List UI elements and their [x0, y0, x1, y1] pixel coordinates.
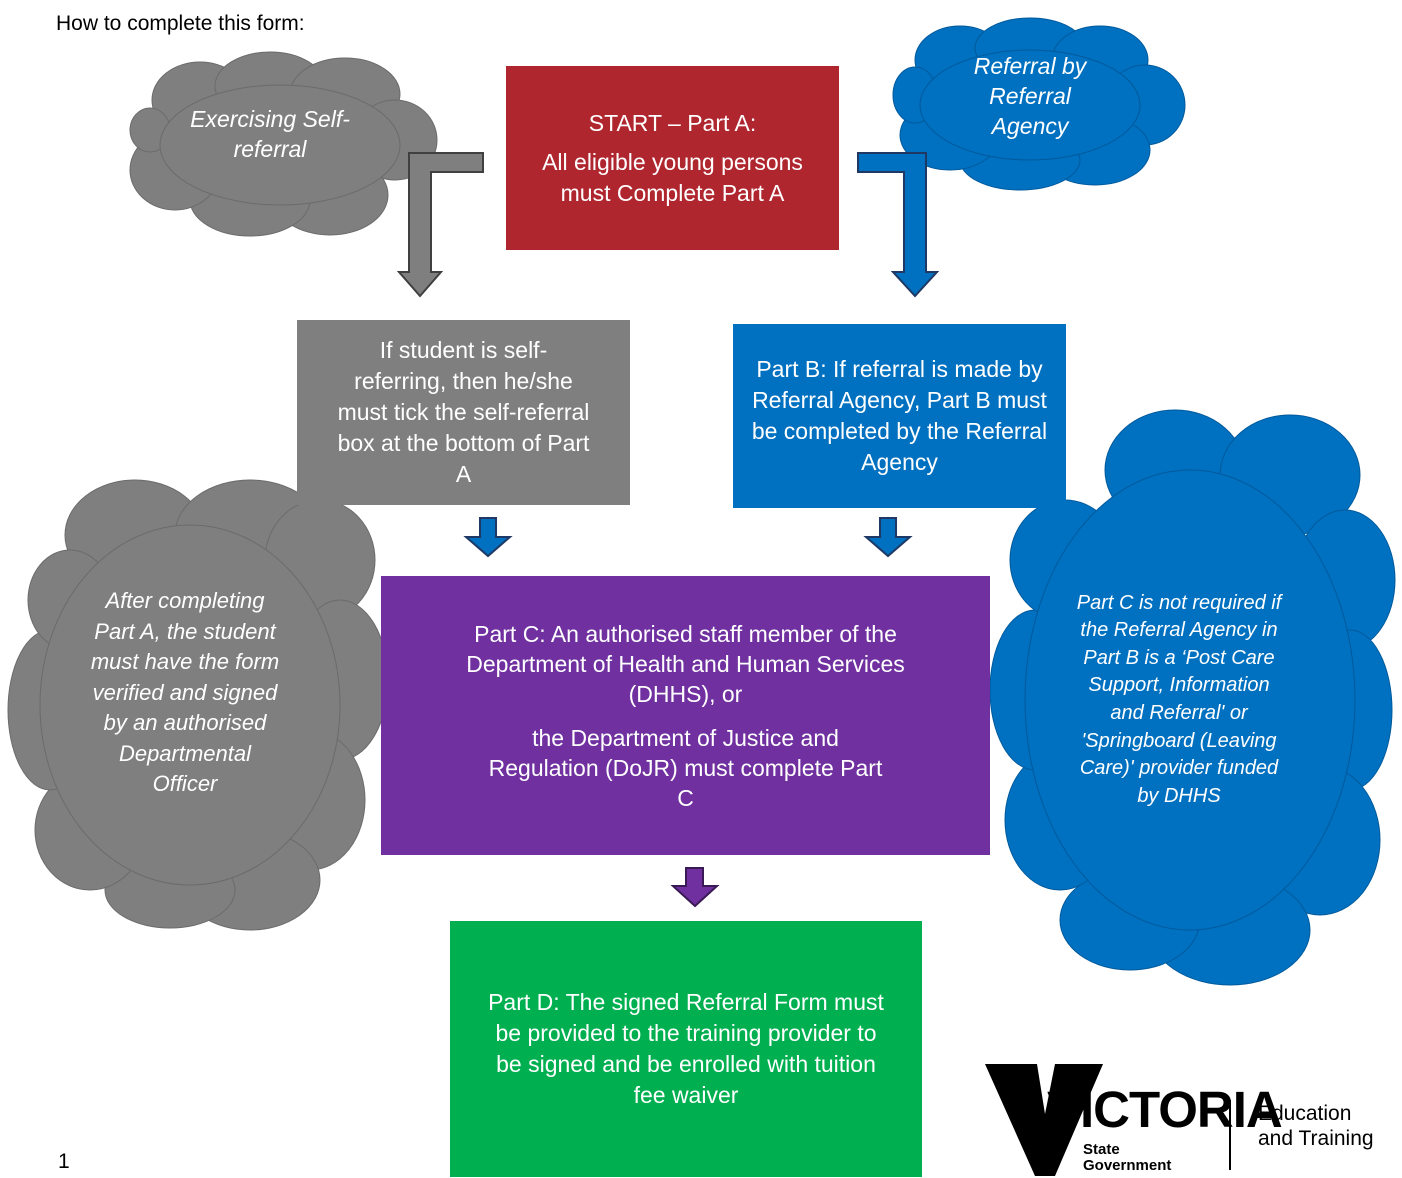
self-referral-cloud: Exercising Self-referral — [190, 106, 350, 162]
logo-government: Government — [1083, 1157, 1172, 1174]
after-completing-cloud: After completing Part A, the student mus… — [90, 588, 280, 797]
self-referring-box: If student is self-referring, then he/sh… — [297, 320, 630, 505]
part-c-text-2: the Department of Justice and Regulation… — [488, 724, 883, 811]
referral-agency-cloud-shape — [892, 17, 1186, 191]
form-instructions-heading: How to complete this form: — [56, 12, 305, 35]
self-referral-cloud-shape — [129, 51, 438, 237]
logo-dept-line2: and Training — [1258, 1127, 1374, 1150]
down-arrow-self-to-part-c — [463, 517, 513, 558]
victoria-wordmark: VICTORIA — [1047, 1081, 1283, 1138]
part-c-text-1: Part C: An authorised staff member of th… — [466, 620, 905, 707]
part-d-box: Part D: The signed Referral Form must be… — [450, 921, 922, 1177]
part-c-not-required-cloud-shape — [989, 409, 1396, 986]
victoria-government-logo: VICTORIA State Government Education and … — [985, 1064, 1395, 1176]
part-a-box: START – Part A: All eligible young perso… — [506, 66, 839, 250]
down-arrow-part-c-to-part-d — [670, 867, 720, 908]
part-b-text: Part B: If referral is made by Referral … — [751, 356, 1048, 475]
part-a-title: START – Part A: — [588, 109, 757, 136]
part-b-box: Part B: If referral is made by Referral … — [733, 324, 1066, 508]
down-arrow-part-b-to-part-c — [863, 517, 913, 558]
bent-arrow-to-part-b — [857, 152, 940, 298]
bent-arrow-to-self-referral — [396, 152, 484, 298]
referral-agency-cloud: Referral by Referral Agency — [973, 53, 1087, 139]
part-a-body: All eligible young persons must Complete… — [542, 148, 803, 206]
victoria-v-shape — [985, 1064, 1231, 1176]
logo-dept-line1: Education — [1258, 1102, 1352, 1125]
after-completing-cloud-shape — [7, 479, 389, 931]
part-c-box: Part C: An authorised staff member of th… — [381, 576, 990, 855]
page-number: 1 — [58, 1150, 70, 1173]
self-referring-text: If student is self-referring, then he/sh… — [337, 337, 590, 487]
part-d-text: Part D: The signed Referral Form must be… — [488, 989, 884, 1108]
part-c-not-required-cloud: Part C is not required if the Referral A… — [1076, 591, 1282, 807]
logo-state: State — [1083, 1141, 1120, 1158]
